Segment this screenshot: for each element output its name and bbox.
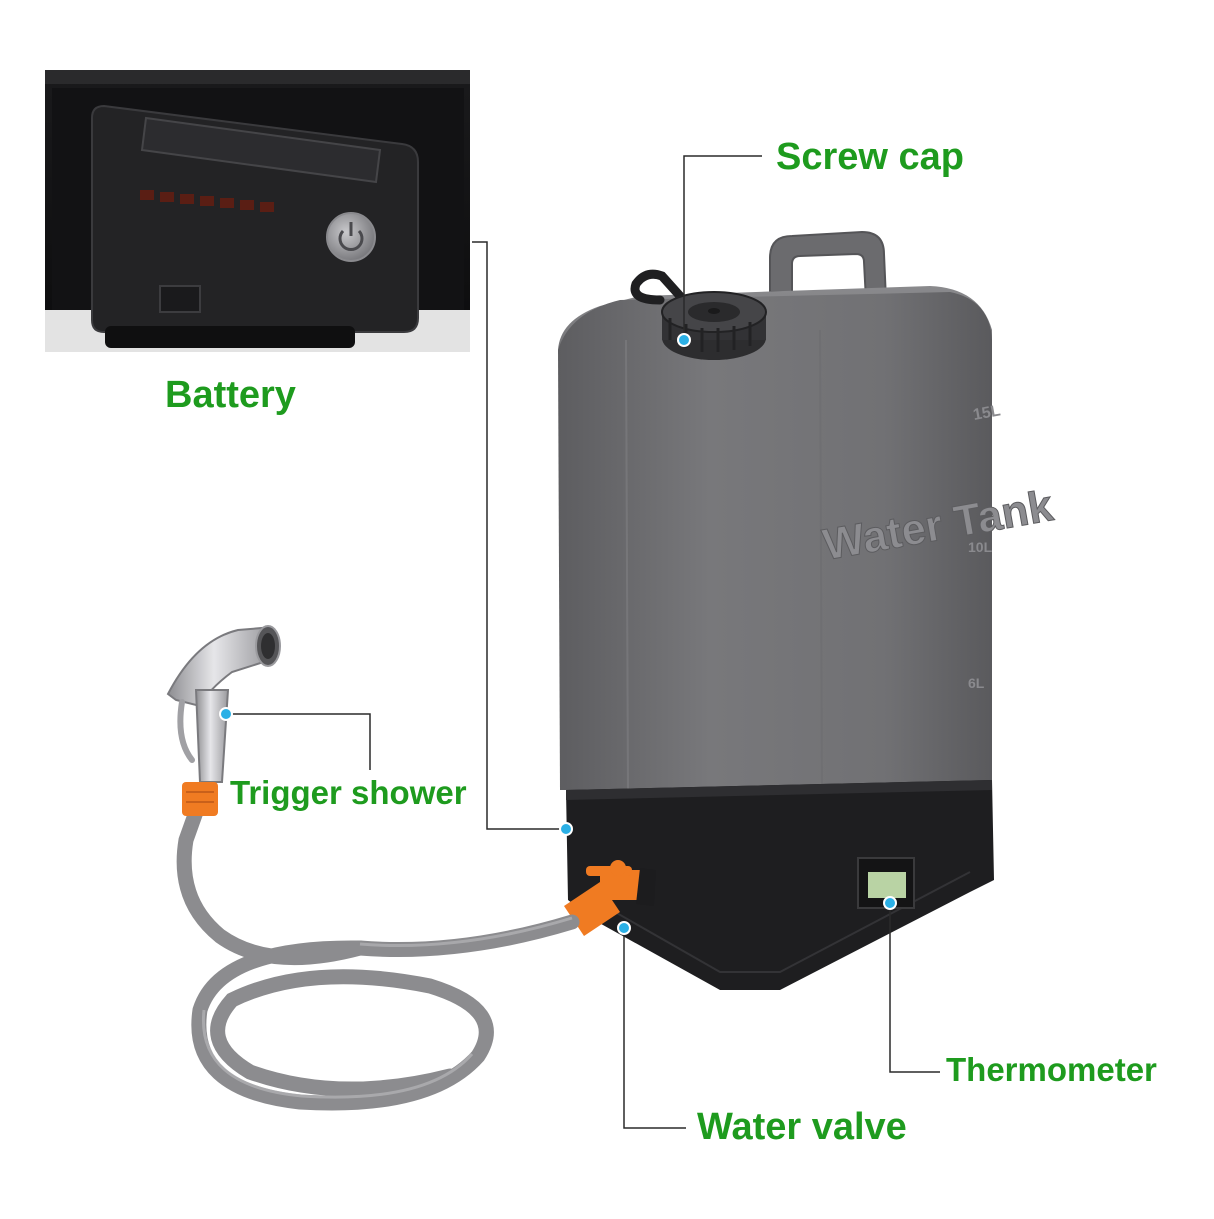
label-water-valve: Water valve bbox=[697, 1106, 907, 1148]
dot-marker-icon bbox=[559, 822, 573, 836]
dot-marker-icon bbox=[617, 921, 631, 935]
label-screw-cap: Screw cap bbox=[776, 136, 964, 178]
screw-cap[interactable] bbox=[661, 291, 767, 360]
tank-capacity-mark: 15L bbox=[972, 402, 1002, 424]
dot-marker-icon bbox=[219, 707, 233, 721]
trigger-shower[interactable] bbox=[166, 625, 281, 816]
label-thermometer: Thermometer bbox=[946, 1051, 1157, 1088]
leader-thermometer bbox=[889, 903, 940, 1073]
battery-pack bbox=[91, 104, 419, 333]
water-tank: Water Tank 15L 10L 6L bbox=[558, 230, 1057, 791]
tank-body bbox=[558, 292, 992, 790]
dot-marker-icon bbox=[677, 333, 691, 347]
tank-level-upper: 10L bbox=[968, 539, 993, 555]
dot-marker-icon bbox=[883, 896, 897, 910]
tank-level-lower: 6L bbox=[968, 675, 985, 691]
leader-trigger bbox=[226, 713, 371, 770]
leader-valve bbox=[623, 928, 686, 1129]
shower-hose bbox=[176, 804, 580, 1111]
power-icon[interactable] bbox=[326, 212, 376, 262]
leader-battery bbox=[472, 241, 566, 830]
battery-inset bbox=[45, 70, 470, 352]
label-trigger-shower: Trigger shower bbox=[230, 774, 467, 811]
leader-lines bbox=[226, 155, 940, 1129]
label-battery: Battery bbox=[165, 374, 296, 416]
markers bbox=[219, 333, 897, 935]
led-indicator bbox=[140, 190, 274, 212]
leader-screw-cap bbox=[683, 155, 762, 340]
